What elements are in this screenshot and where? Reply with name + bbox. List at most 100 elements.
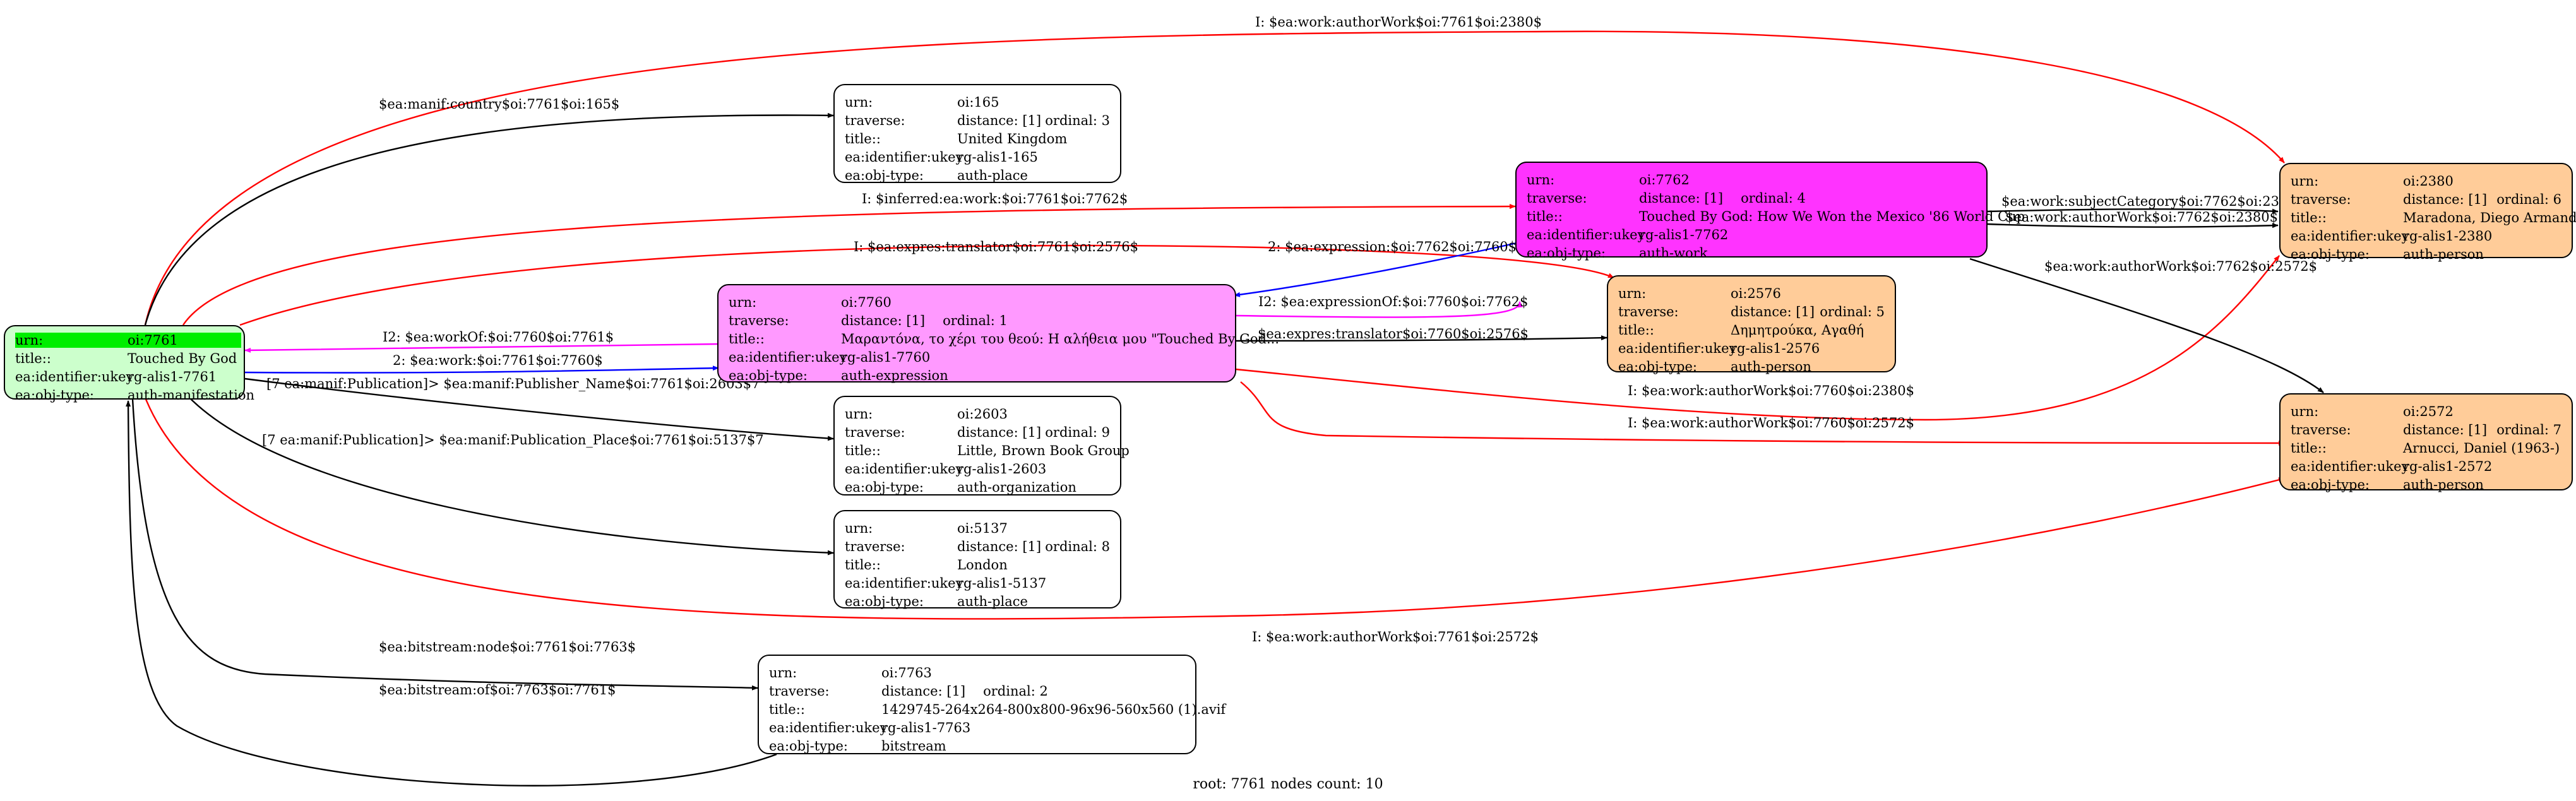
edge-e5 — [244, 343, 719, 353]
node-key: urn: — [2291, 403, 2319, 419]
node-key: traverse: — [845, 424, 905, 440]
node-oi-2572[interactable]: urn:oi:2572 traverse:distance: [1]ordina… — [2279, 393, 2573, 492]
graph-footer: root: 7761 nodes count: 10 — [1193, 776, 1383, 792]
node-value: distance: [1] — [881, 683, 966, 699]
node-value: 1429745-264x264-800x800-96x96-560x560 (1… — [881, 701, 1226, 717]
node-key: title:: — [15, 350, 51, 366]
node-oi-2380[interactable]: urn:oi:2380 traverse:distance: [1]ordina… — [2279, 163, 2576, 262]
node-row-traverse: traverse:distance: [1]ordinal: 1 — [729, 311, 1225, 329]
node-key: traverse: — [845, 538, 905, 554]
node-key: ea:obj-type: — [845, 479, 924, 495]
node-row-urn: urn: oi:7762 — [1527, 170, 1976, 189]
edge-label-e1: I: $ea:work:authorWork$oi:7761$oi:2380$ — [1255, 15, 1542, 30]
node-value: rg-alis1-7760 — [841, 349, 931, 365]
edge-e4 — [239, 244, 1614, 326]
edge-label-e8: [7 ea:manif:Publication]> $ea:manif:Publ… — [262, 432, 764, 448]
node-value: auth-place — [957, 593, 1028, 609]
node-value: auth-place — [957, 167, 1028, 183]
node-oi-2576[interactable]: urn:oi:2576 traverse:distance: [1]ordina… — [1607, 275, 1896, 374]
edge-e13 — [1235, 301, 1523, 318]
node-value: auth-person — [1731, 359, 1811, 374]
edge-e11 — [126, 400, 777, 786]
node-row-traverse: traverse:distance: [1]ordinal: 3 — [845, 111, 1110, 129]
edge-e9 — [144, 397, 2285, 620]
edge-e19 — [1969, 258, 2324, 393]
node-value: Little, Brown Book Group — [957, 442, 1130, 458]
node-value: Arnucci, Daniel (1963-) — [2403, 440, 2560, 456]
node-value-ordinal: ordinal: 9 — [1045, 424, 1110, 440]
node-value: auth-manifestation — [128, 387, 255, 403]
node-value: distance: [1] — [957, 424, 1042, 440]
node-key: title:: — [2291, 210, 2327, 225]
node-value: oi:7762 — [1639, 172, 1690, 187]
node-value: distance: [1] — [1639, 190, 1724, 206]
node-row-title: title::United Kingdom — [845, 129, 1110, 148]
node-oi-5137[interactable]: urn:oi:5137 traverse:distance: [1]ordina… — [833, 510, 1121, 609]
node-key: urn: — [845, 94, 873, 110]
node-key: ea:obj-type: — [769, 738, 848, 754]
node-value: rg-alis1-2603 — [957, 461, 1047, 477]
node-value: distance: [1] — [957, 538, 1042, 554]
node-oi-7762[interactable]: urn:oi:7762 traverse:distance: [1]ordina… — [1515, 162, 2025, 261]
node-row-title: title::Δημητρούκα, Αγαθή — [1618, 321, 1885, 339]
node-key: ea:obj-type: — [15, 387, 94, 403]
node-value-ordinal: ordinal: 3 — [1045, 112, 1110, 128]
edge-e8 — [189, 397, 834, 555]
edge-label-e15: I: $ea:work:authorWork$oi:7760$oi:2380$ — [1628, 383, 1914, 398]
node-row-objtype: ea:obj-type:auth-work — [1527, 244, 1976, 262]
node-key: ea:identifier:ukey — [729, 349, 847, 365]
node-row-title: title::Touched By God — [15, 349, 237, 367]
edge-label-e12: 2: $ea:expression:$oi:7762$oi:7760$ — [1268, 239, 1517, 254]
node-value: oi:7760 — [841, 294, 891, 310]
node-row-traverse: traverse:distance: [1]ordinal: 5 — [1618, 302, 1885, 321]
node-key: ea:identifier:ukey — [1618, 340, 1737, 356]
edge-label-e19: $ea:work:authorWork$oi:7762$oi:2572$ — [2044, 259, 2317, 274]
node-key: traverse: — [729, 312, 789, 328]
node-oi-7761[interactable]: urn:oi:7761 title::Touched By God ea:ide… — [4, 325, 254, 403]
node-value: auth-organization — [957, 479, 1076, 495]
node-oi-165[interactable]: urn:oi:165 traverse:distance: [1]ordinal… — [833, 84, 1121, 183]
node-oi-7763[interactable]: urn:oi:7763 traverse:distance: [1]ordina… — [758, 655, 1225, 754]
edge-label-e16: I: $ea:work:authorWork$oi:7760$oi:2572$ — [1628, 415, 1914, 430]
node-row-urn: urn:oi:165 — [845, 93, 1110, 111]
node-row-urn: urn:oi:7763 — [769, 663, 1185, 682]
node-row-urn: urn:oi:5137 — [845, 519, 1110, 537]
node-value: rg-alis1-165 — [957, 149, 1038, 165]
node-value: oi:5137 — [957, 520, 1008, 536]
node-key: urn: — [1527, 172, 1555, 187]
node-key: ea:obj-type: — [1527, 245, 1606, 261]
edge-label-e4: I: $ea:expres:translator$oi:7761$oi:2576… — [854, 239, 1138, 254]
node-row-traverse: traverse:distance: [1]ordinal: 8 — [845, 537, 1110, 555]
node-value: Touched By God — [128, 350, 237, 366]
node-value: oi:2603 — [957, 406, 1008, 422]
edge-label-e2: $ea:manif:country$oi:7761$oi:165$ — [379, 97, 619, 112]
node-key: title:: — [845, 442, 881, 458]
node-row-title: title::Little, Brown Book Group — [845, 441, 1130, 460]
node-key: ea:obj-type: — [1618, 359, 1697, 374]
edge-label-e13: I2: $ea:expressionOf:$oi:7760$oi:7762$ — [1258, 294, 1528, 309]
node-row-traverse: traverse: distance: [1]ordinal: 9 — [845, 423, 1110, 441]
node-key: ea:identifier:ukey — [15, 369, 134, 384]
edge-label-e14: $ea:expres:translator$oi:7760$oi:2576$ — [1258, 326, 1529, 341]
node-value: distance: [1] — [1731, 304, 1815, 319]
node-oi-2603[interactable]: urn:oi:2603 traverse:distance: [1]ordina… — [833, 396, 1130, 495]
node-value: oi:2576 — [1731, 285, 1781, 301]
node-value: distance: [1] — [841, 312, 926, 328]
node-key: ea:obj-type: — [2291, 477, 2370, 492]
node-row-traverse: traverse:distance: [1]ordinal: 7 — [2291, 420, 2561, 439]
node-key: ea:identifier:ukey — [845, 461, 963, 477]
node-row-objtype: ea:obj-type: auth-person — [1618, 357, 1885, 376]
edge-e15 — [1235, 255, 2280, 421]
node-key: ea:identifier:ukey — [845, 149, 963, 165]
node-key: traverse: — [2291, 191, 2351, 207]
node-row-objtype: ea:obj-type:auth-person — [2291, 475, 2561, 494]
edge-e14 — [1235, 335, 1607, 342]
node-oi-7760[interactable]: urn:oi:7760 traverse:distance: [1]ordina… — [717, 284, 1279, 383]
node-key: title:: — [769, 701, 805, 717]
node-key: traverse: — [769, 683, 830, 699]
